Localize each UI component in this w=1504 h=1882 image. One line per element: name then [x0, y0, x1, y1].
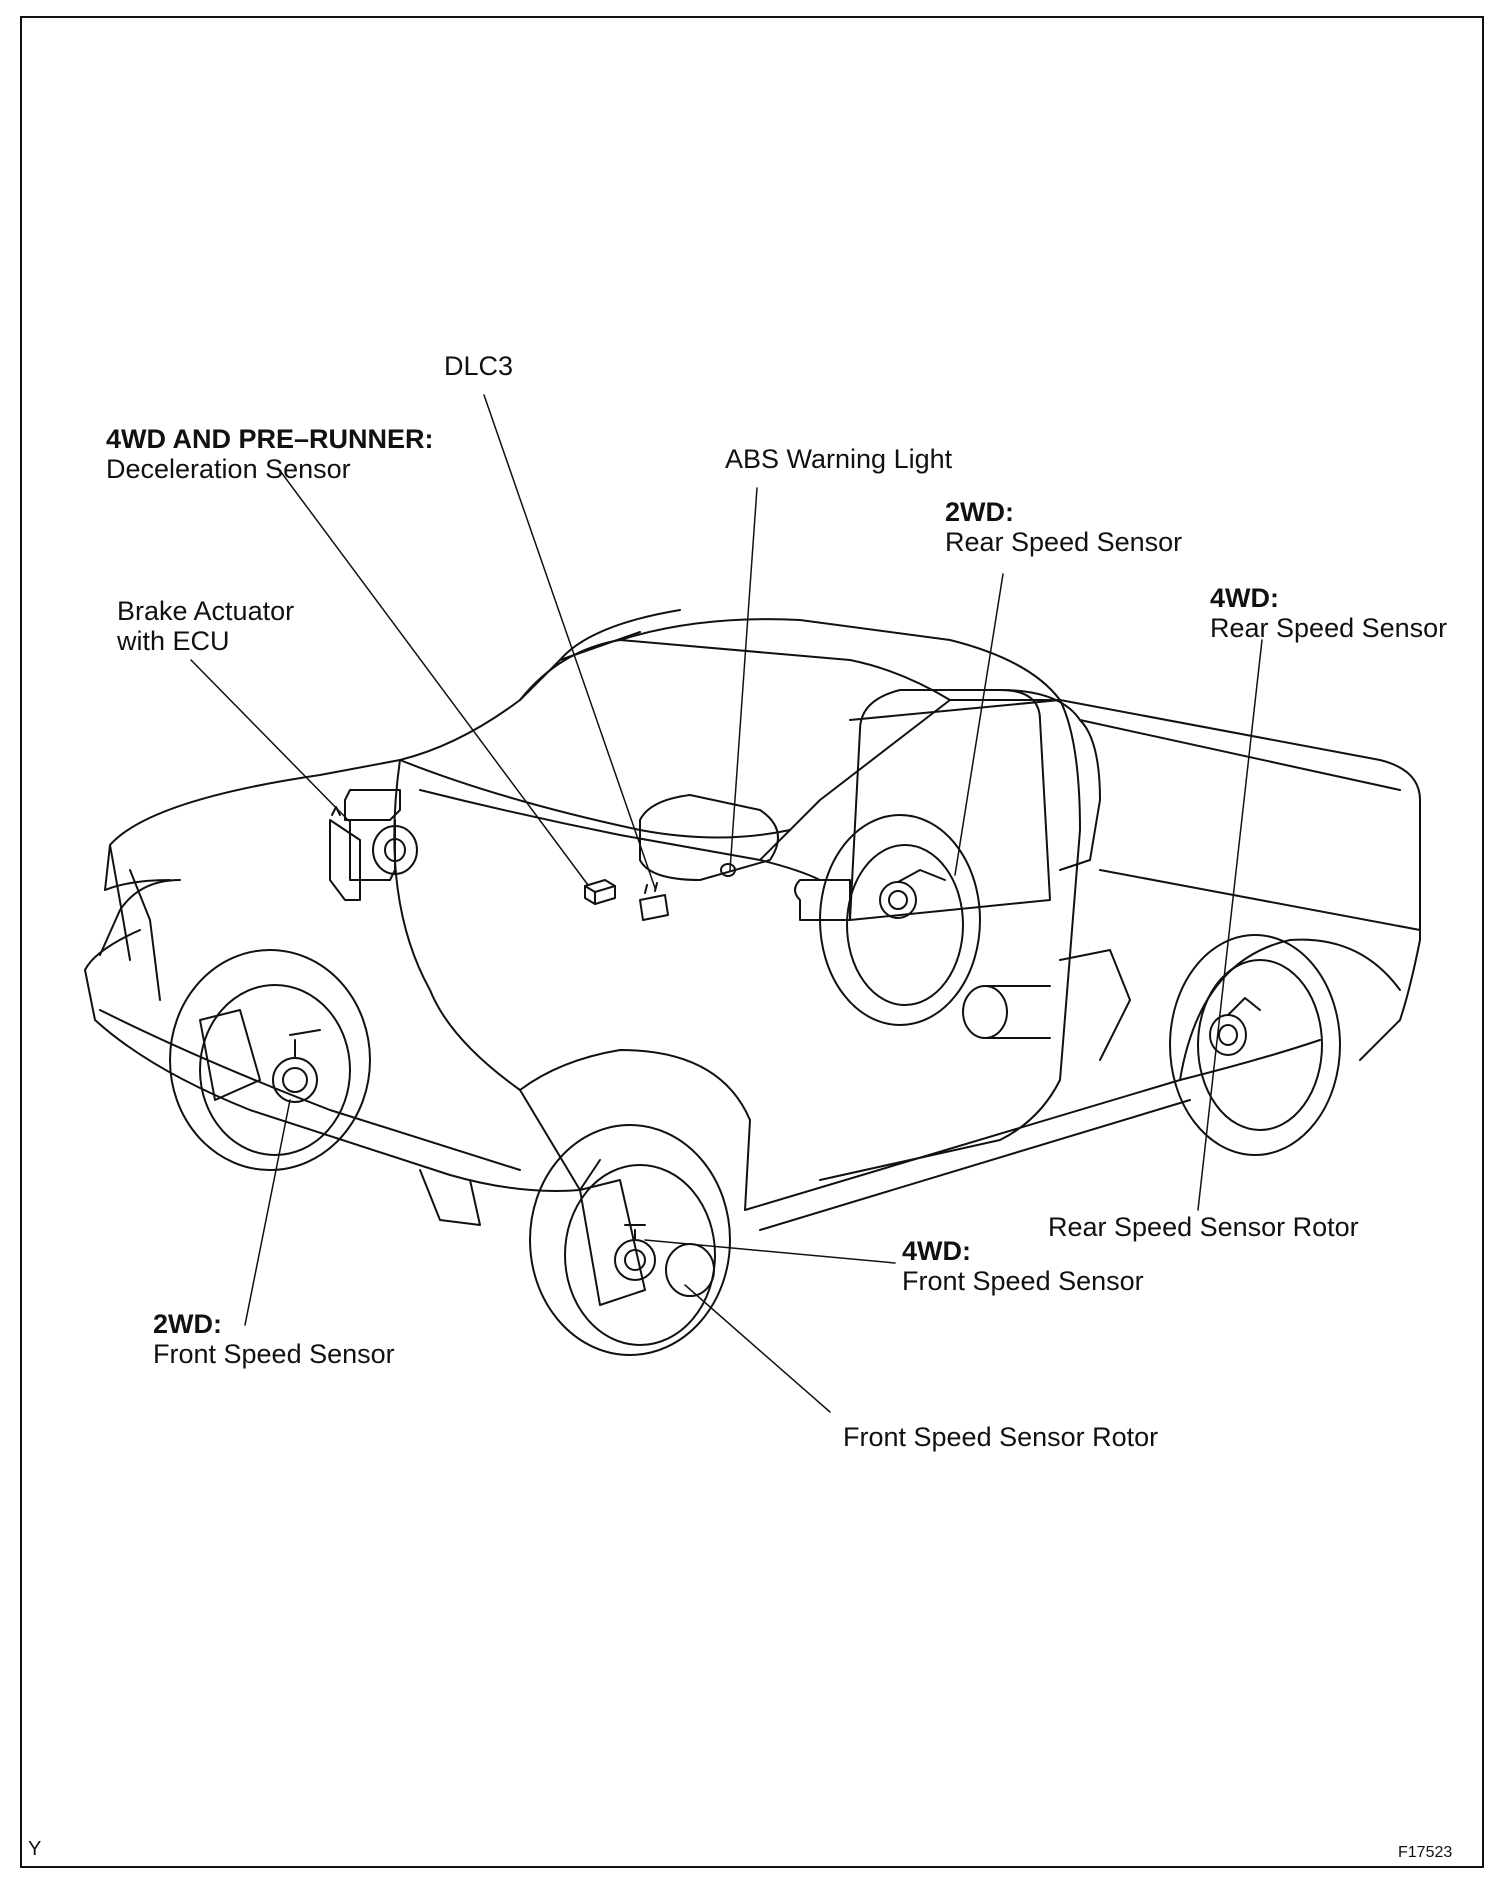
rear-speed-sensor-4wd-text: Rear Speed Sensor: [1210, 613, 1448, 643]
rear-speed-sensor-2wd-qualifier: 2WD:: [945, 497, 1014, 527]
abs-warning-light-label: ABS Warning Light: [725, 444, 952, 474]
rear-speed-sensor-rotor-text: Rear Speed Sensor Rotor: [1048, 1212, 1359, 1242]
rear-speed-sensor-4wd-qualifier: 4WD:: [1210, 583, 1279, 613]
abs-warning-light-text: ABS Warning Light: [725, 444, 953, 474]
rear-speed-sensor-2wd-label: 2WD: Rear Speed Sensor: [945, 497, 1182, 557]
dlc3-label: DLC3: [444, 351, 513, 381]
deceleration-sensor: [584, 879, 616, 905]
figure-code: F17523: [1398, 1844, 1453, 1861]
rear-speed-sensor-2wd-text: Rear Speed Sensor: [945, 527, 1183, 557]
front-speed-sensor-4wd-text: Front Speed Sensor: [902, 1266, 1144, 1296]
front-speed-sensor-4wd-label: 4WD: Front Speed Sensor: [902, 1236, 1144, 1296]
rear-speed-sensor-4wd-label: 4WD: Rear Speed Sensor: [1210, 583, 1447, 643]
front-speed-sensor-4wd-qualifier: 4WD:: [902, 1236, 971, 1266]
deceleration-sensor-label: 4WD AND PRE–RUNNER: Deceleration Sensor: [106, 424, 434, 484]
front-speed-sensor-2wd-text: Front Speed Sensor: [153, 1339, 395, 1369]
brake-actuator-line2: with ECU: [117, 626, 230, 656]
page-border: [20, 16, 1484, 1868]
dlc3-connector: [639, 882, 669, 921]
deceleration-sensor-text: Deceleration Sensor: [106, 454, 351, 484]
deceleration-sensor-qualifier: 4WD AND PRE–RUNNER:: [106, 424, 434, 454]
front-left-wheel: [169, 949, 371, 1171]
rear-speed-sensor-rotor-label: Rear Speed Sensor Rotor: [1048, 1212, 1359, 1242]
front-speed-sensor-rotor-label: Front Speed Sensor Rotor: [843, 1422, 1158, 1452]
front-speed-sensor-2wd-label: 2WD: Front Speed Sensor: [153, 1309, 395, 1369]
front-speed-sensor-rotor-text: Front Speed Sensor Rotor: [843, 1422, 1159, 1452]
brake-actuator-label: Brake Actuator with ECU: [117, 596, 294, 656]
front-right-wheel: [529, 1124, 731, 1356]
rear-right-wheel: [1169, 934, 1341, 1156]
rear-left-wheel: [819, 814, 981, 1026]
corner-mark-left: Y: [28, 1838, 42, 1860]
front-speed-sensor-2wd-qualifier: 2WD:: [153, 1309, 222, 1339]
brake-actuator-line1: Brake Actuator: [117, 596, 295, 626]
dlc3-label-text: DLC3: [444, 351, 514, 381]
brake-actuator-ecu: [329, 789, 418, 901]
leader-lines: [190, 394, 1263, 1413]
dashboard-abs-light: [639, 794, 779, 881]
truck-body: [84, 609, 1421, 1231]
